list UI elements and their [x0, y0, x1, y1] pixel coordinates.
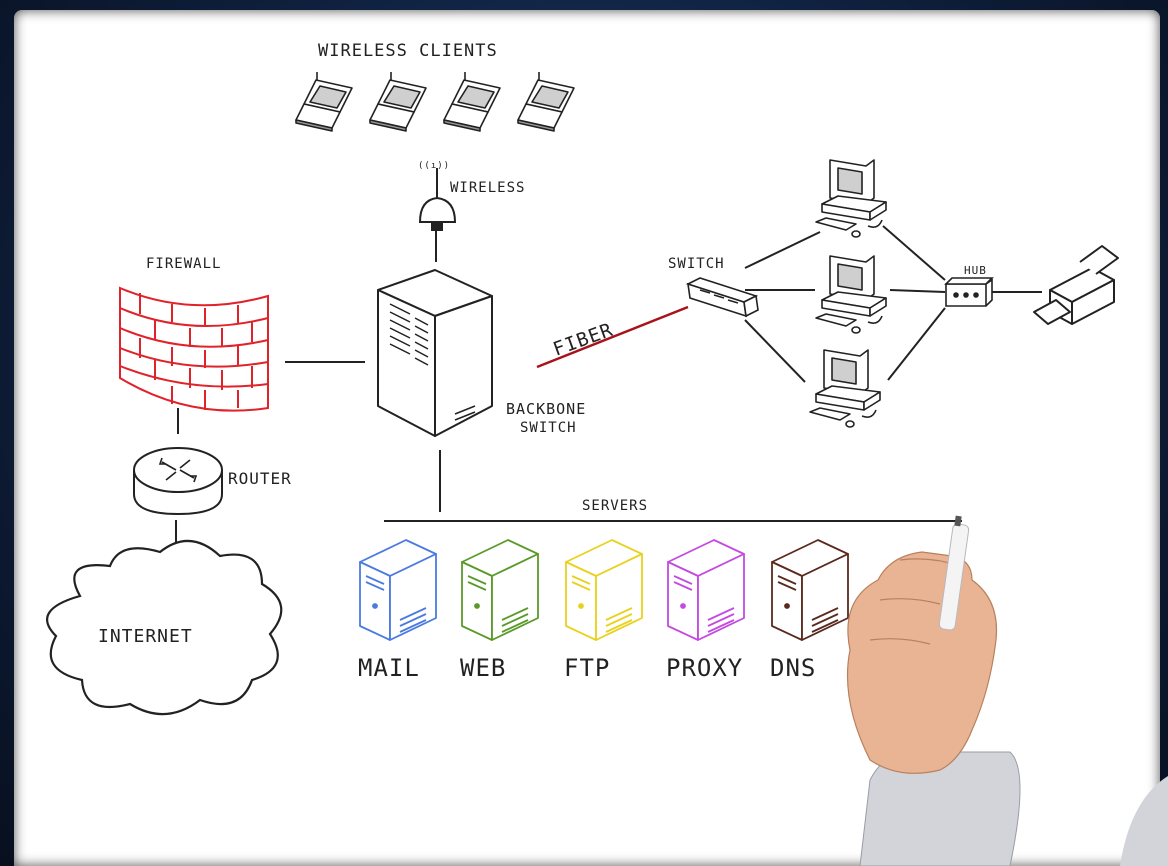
fiber-line	[536, 305, 689, 369]
pc1-to-hub-link	[882, 225, 946, 281]
server-mail-icon	[359, 539, 437, 641]
hand-with-marker-image	[846, 515, 1168, 866]
pc2-to-hub-link	[889, 289, 946, 293]
workstation-icon	[809, 349, 881, 428]
switch-to-pc1-link	[744, 231, 821, 269]
laptop-icon	[295, 72, 353, 132]
laptop-icon	[443, 72, 501, 132]
workstation-icon	[815, 159, 887, 238]
server-web-label: WEB	[460, 654, 506, 682]
server-mail-label: MAIL	[358, 654, 420, 682]
backbone-switch-icon	[377, 269, 493, 437]
wireless-access-point-icon	[418, 168, 457, 231]
internet-label: INTERNET	[98, 626, 193, 647]
workstation-icon	[815, 255, 887, 334]
laptop-icon	[369, 72, 427, 132]
pc3-to-hub-link	[887, 307, 946, 381]
wireless-clients-label: WIRELESS CLIENTS	[318, 41, 498, 61]
internet-cloud-icon	[46, 539, 283, 716]
router-label: ROUTER	[228, 469, 292, 488]
server-web-icon	[461, 539, 539, 641]
server-ftp-icon	[565, 539, 643, 641]
server-name-labels: MAIL WEB FTP PROXY DNS	[358, 654, 816, 682]
wireless-client-laptops	[295, 72, 575, 132]
firewall-icon	[119, 286, 269, 412]
wireless-signal-glyph: ((ı))	[418, 161, 450, 171]
hub-label: HUB	[964, 264, 987, 277]
connection-lines	[175, 218, 1042, 552]
laptop-icon	[517, 72, 575, 132]
backbone-switch-label-line1: BACKBONE	[506, 400, 586, 418]
wireless-label: WIRELESS	[450, 180, 525, 196]
router-icon	[133, 447, 223, 516]
workstations	[809, 159, 887, 428]
server-proxy-icon	[667, 539, 745, 641]
server-row	[359, 539, 849, 641]
hub-icon	[944, 277, 994, 307]
fiber-label: FIBER	[550, 319, 616, 361]
server-ftp-label: FTP	[564, 654, 610, 682]
server-dns-icon	[771, 539, 849, 641]
server-dns-label: DNS	[770, 654, 816, 682]
server-proxy-label: PROXY	[666, 654, 743, 682]
switch-to-pc3-link	[744, 319, 806, 383]
backbone-switch-label-line2: SWITCH	[520, 420, 577, 436]
firewall-label: FIREWALL	[146, 256, 221, 272]
servers-label: SERVERS	[582, 498, 648, 514]
switch-icon	[685, 277, 759, 318]
printer-icon	[1033, 245, 1119, 325]
switch-label: SWITCH	[668, 256, 725, 272]
